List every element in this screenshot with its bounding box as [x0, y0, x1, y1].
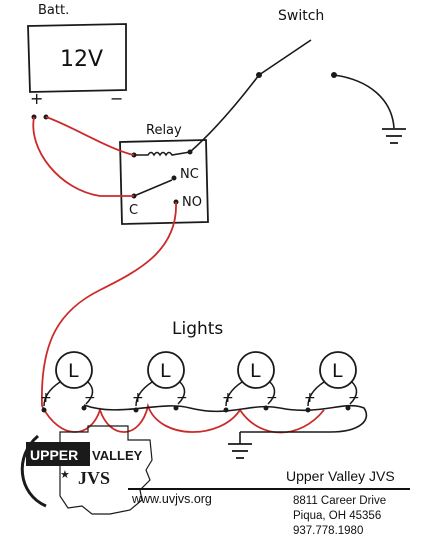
light-lead-positive [307, 381, 325, 407]
light-1: L + − [40, 351, 96, 413]
light-bulb-icon [237, 351, 275, 389]
light-negative-terminal [345, 405, 351, 411]
relay-c-label: C [129, 203, 138, 218]
lights-group: L+−L+−L+−L+− [40, 351, 360, 413]
relay-title: Relay [146, 123, 182, 138]
relay-contact-arm [133, 179, 173, 197]
battery-minus-label: − [110, 89, 123, 108]
logo-line1: UPPER [30, 447, 78, 463]
lights-positive-bus [41, 402, 325, 434]
switch-to-ground-wire [333, 74, 395, 129]
footer-rule [128, 488, 410, 490]
light-label: L [250, 360, 261, 382]
footer-phone: 937.778.1980 [293, 525, 364, 537]
battery: Batt. 12V + − [27, 3, 127, 120]
battery-box [27, 23, 127, 93]
switch-lever [258, 39, 312, 76]
light-label: L [332, 360, 343, 382]
light-label: L [160, 360, 171, 382]
upper-valley-jvs-logo: UPPER VALLEY ★ JVS [20, 425, 153, 515]
light-plus-label: + [222, 390, 234, 406]
light-plus-label: + [132, 390, 144, 406]
batt-to-common-wire [32, 116, 134, 197]
light-minus-label: − [176, 390, 188, 406]
light-lead-negative [85, 381, 94, 405]
relay-coil [134, 151, 191, 157]
light-lead-negative [267, 381, 276, 405]
switch-to-relay-wire [189, 74, 260, 153]
light-lead-negative [349, 381, 358, 405]
logo-line3: JVS [78, 468, 110, 488]
light-minus-label: − [266, 390, 278, 406]
light-lead-positive [225, 381, 243, 407]
light-positive-terminal [41, 407, 47, 413]
light-bulb-icon [319, 351, 357, 389]
lights-ground-icon [228, 443, 252, 459]
footer-address-line1: 8811 Career Drive [293, 495, 387, 507]
relay: Relay NC NO C [119, 123, 209, 225]
light-4: L + − [304, 351, 360, 413]
logo-line2: VALLEY [92, 448, 143, 463]
ground-icon [382, 128, 406, 144]
light-minus-label: − [348, 390, 360, 406]
light-negative-terminal [81, 405, 87, 411]
relay-no-label: NO [182, 195, 202, 210]
light-label: L [68, 360, 79, 382]
switch: Switch [189, 8, 406, 153]
light-2: L + − [132, 351, 188, 413]
battery-title: Batt. [38, 3, 69, 18]
battery-plus-label: + [30, 89, 43, 108]
light-lead-positive [43, 381, 61, 407]
red-wires [32, 116, 325, 434]
relay-nc-label: NC [180, 167, 199, 182]
light-bulb-icon [147, 351, 185, 389]
switch-title: Switch [278, 8, 324, 24]
logo-upper-block [26, 442, 90, 466]
light-plus-label: + [304, 390, 316, 406]
negative-bus-wire [83, 404, 368, 433]
negative-bus [83, 404, 368, 459]
relay-nc-terminal [171, 175, 177, 181]
no-to-lights-wire [41, 201, 177, 407]
lights-title: Lights [172, 319, 223, 339]
battery-voltage: 12V [60, 47, 103, 72]
light-minus-label: − [84, 390, 96, 406]
light-bulb-icon [55, 351, 93, 389]
batt-to-coil-wire [45, 116, 135, 156]
ohio-outline [59, 425, 153, 515]
light-lead-positive [135, 381, 153, 407]
footer-org-name: Upper Valley JVS [286, 468, 395, 484]
star-icon: ★ [60, 469, 70, 481]
light-plus-label: + [40, 390, 52, 406]
light-3: L + − [222, 351, 278, 413]
footer-url[interactable]: www.uvjvs.org [132, 492, 212, 506]
footer-address-line2: Piqua, OH 45356 [293, 510, 382, 522]
light-lead-negative [177, 381, 186, 405]
